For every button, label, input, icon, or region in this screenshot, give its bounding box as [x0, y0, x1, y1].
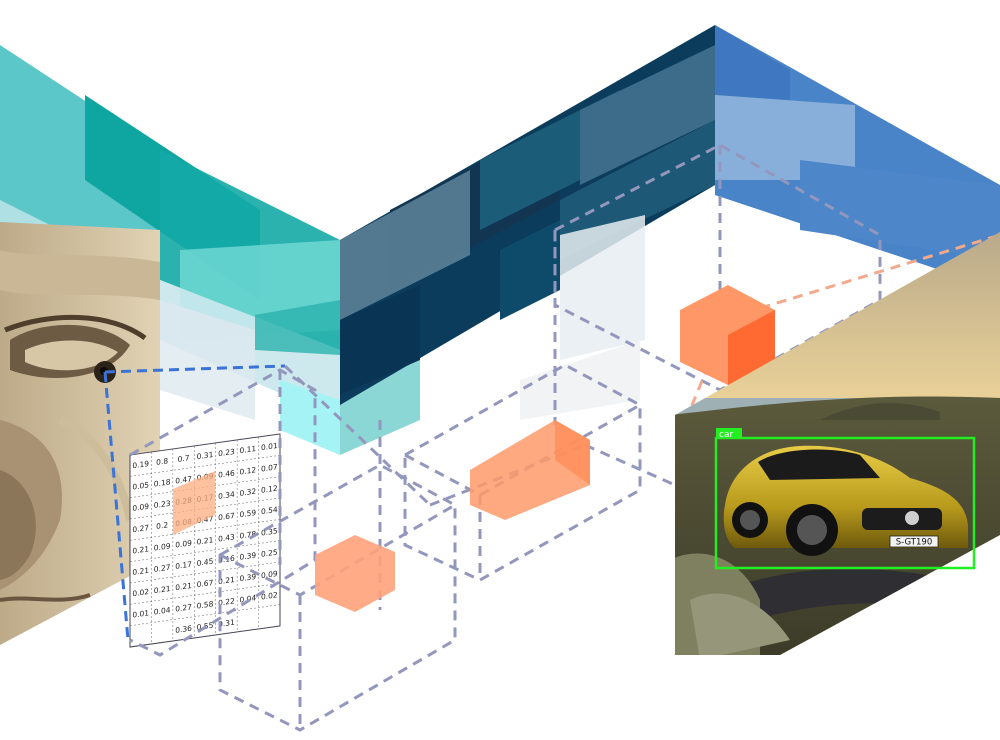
kernel-highlight — [173, 471, 215, 535]
grid-line — [130, 519, 280, 541]
output-connector — [727, 233, 1000, 320]
matrix-value: 0.34 — [218, 490, 235, 501]
matrix-value: 0.21 — [197, 535, 214, 546]
matrix-value: 0.7 — [178, 453, 190, 464]
matrix-value: 0.59 — [240, 508, 257, 519]
matrix-value: 0.23 — [218, 447, 235, 458]
matrix-value: 0.8 — [156, 456, 168, 467]
matrix-value: 0.12 — [240, 465, 257, 476]
grid-line — [130, 604, 280, 626]
license-plate: S-GT190 — [896, 538, 932, 548]
feature-hexagons — [315, 285, 775, 612]
matrix-value: 0.54 — [261, 505, 278, 516]
matrix-value: 0.43 — [218, 532, 235, 543]
focus-lines — [103, 364, 286, 641]
matrix-value: 0.04 — [240, 593, 257, 604]
matrix-value: 0.31 — [218, 618, 235, 629]
matrix-value: 0.09 — [175, 538, 192, 549]
matrix-value: 0.39 — [240, 572, 257, 583]
matrix-value: 0.21 — [132, 544, 149, 555]
matrix-value: 0.23 — [154, 499, 171, 510]
matrix-value: 0.25 — [261, 548, 278, 559]
matrix-value: 0.36 — [175, 624, 192, 635]
matrix-value: 0.21 — [154, 584, 171, 595]
grid-line — [130, 583, 280, 605]
matrix-value: 0.58 — [197, 599, 214, 610]
matrix-value: 0.18 — [154, 477, 171, 488]
matrix-value: 0.32 — [240, 487, 257, 498]
matrix-value: 0.27 — [132, 523, 149, 534]
matrix-value: 0.11 — [240, 444, 257, 455]
matrix-value: 0.22 — [218, 596, 235, 607]
detection-label-bg — [716, 428, 742, 439]
matrix-value: 0.67 — [197, 578, 214, 589]
grid-line — [130, 455, 280, 477]
matrix-value: 0.02 — [132, 587, 149, 598]
detection-label: car — [719, 430, 733, 440]
matrix-value: 0.01 — [132, 608, 149, 619]
grid-line — [130, 476, 280, 498]
matrix-value: 0.17 — [175, 560, 192, 571]
grid-line — [130, 497, 280, 520]
grid-line — [130, 561, 280, 584]
matrix-value: 0.21 — [132, 566, 149, 577]
matrix-value: 0.04 — [154, 605, 171, 616]
matrix-value: 0.46 — [218, 468, 235, 479]
matrix-value: 0.2 — [156, 520, 168, 531]
matrix-value: 0.27 — [154, 563, 171, 574]
matrix-value: 0.35 — [261, 526, 278, 537]
feature-matrix: 0.19 0.8 0.7 0.31 0.23 0.11 0.01 0.05 0.18 0.47 0.… — [129, 433, 281, 648]
matrix-value: 0.67 — [218, 511, 235, 522]
matrix-value: 0.21 — [218, 575, 235, 586]
matrix-value: 0.21 — [175, 581, 192, 592]
matrix-value: 0.12 — [261, 484, 278, 495]
matrix-value: 0.09 — [261, 569, 278, 580]
detection-box: car — [714, 428, 976, 570]
matrix-value: 0.39 — [240, 551, 257, 562]
matrix-value: 0.45 — [197, 557, 214, 568]
matrix-value: 0.47 — [175, 474, 192, 485]
matrix-value: 0.07 — [261, 462, 278, 473]
matrix-value: 0.78 — [240, 529, 257, 540]
matrix-value: 0.09 — [154, 541, 171, 552]
matrix-value: 0.09 — [132, 502, 149, 513]
matrix-value: 0.31 — [197, 450, 214, 461]
grid-line — [130, 540, 280, 562]
matrix-value: 0.05 — [132, 480, 149, 491]
car-shape — [723, 445, 968, 556]
matrix-value: 0.01 — [261, 441, 278, 452]
matrix-value: 0.02 — [261, 590, 278, 601]
matrix-value: 0.27 — [175, 602, 192, 613]
matrix-value: 0.19 — [132, 459, 149, 470]
